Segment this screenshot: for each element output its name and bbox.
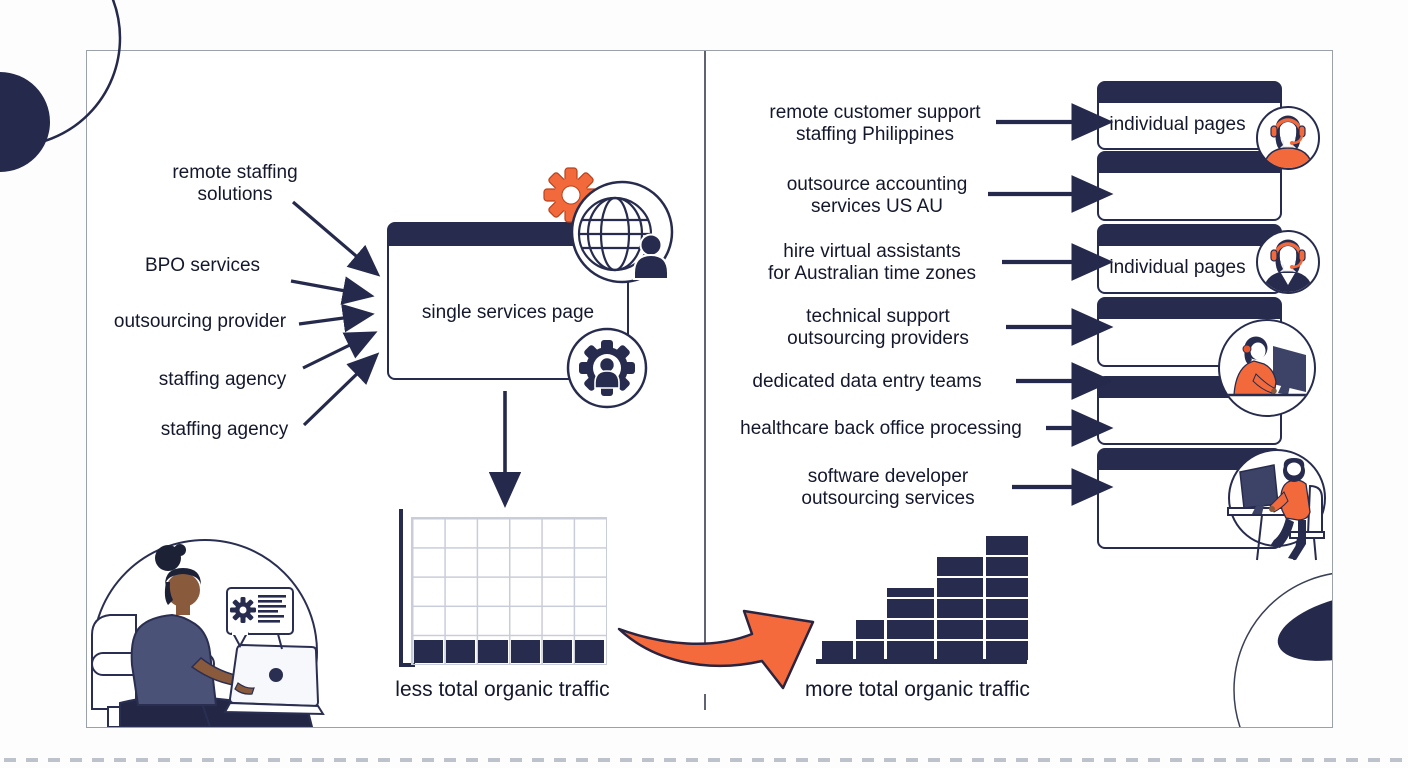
individual-page-box-1: individual pages: [1097, 81, 1282, 150]
left-chart-x-axis: [399, 663, 415, 667]
keyword-right-1: remote customer support staffing Philipp…: [769, 102, 981, 145]
panel-divider-dash: [704, 694, 706, 710]
woman-working-at-desk-illustration: [1218, 319, 1316, 417]
man-working-at-desk-illustration: [1227, 449, 1326, 561]
keyword-left-2: BPO services: [144, 255, 261, 276]
browser-titlebar: [1098, 225, 1281, 246]
browser-titlebar: [1098, 298, 1281, 319]
keyword-right-7: software developer outsourcing services: [801, 466, 975, 509]
keyword-left-5: staffing agency: [160, 419, 289, 440]
keyword-right-5: dedicated data entry teams: [752, 371, 982, 392]
individual-page-box-2: [1097, 151, 1282, 221]
keyword-left-4: staffing agency: [158, 369, 287, 390]
user-gear-icon: [566, 327, 648, 409]
keyword-right-6: healthcare back office processing: [740, 418, 1022, 439]
keyword-right-3: hire virtual assistants for Australian t…: [767, 241, 977, 284]
keyword-left-1: remote staffing solutions: [172, 162, 298, 205]
browser-titlebar: [1098, 449, 1281, 470]
globe-user-icon: [570, 180, 674, 284]
bottom-dotted-line: [4, 758, 1404, 762]
browser-titlebar: [1098, 82, 1281, 103]
individual-pages-label: [1103, 171, 1252, 219]
right-chart-baseline: [816, 659, 1027, 664]
female-support-agent-2-icon: [1256, 230, 1320, 294]
individual-pages-label: individual pages: [1109, 113, 1246, 135]
left-chart-y-axis: [399, 509, 403, 667]
right-chart-columns: [822, 532, 1028, 660]
single-services-page-label: single services page: [421, 301, 595, 323]
individual-pages-label: individual pages: [1109, 257, 1246, 278]
left-chart-grid: [411, 517, 607, 665]
left-chart-bars: [412, 518, 606, 664]
right-chart-label: more total organic traffic: [805, 678, 1030, 701]
keyword-left-3: outsourcing provider: [113, 311, 287, 332]
individual-page-box-3: individual pages: [1097, 224, 1282, 294]
keyword-right-4: technical support outsourcing providers: [787, 306, 969, 349]
browser-titlebar: [388, 223, 628, 246]
browser-titlebar: [1098, 152, 1281, 173]
keyword-right-2: outsource accounting services US AU: [786, 174, 968, 217]
panel-divider: [704, 51, 706, 645]
woman-with-laptop-illustration: [91, 539, 325, 727]
speech-bubble-gear-icon: [226, 587, 294, 650]
female-support-agent-icon: [1256, 106, 1320, 170]
left-chart-label: less total organic traffic: [395, 678, 610, 701]
